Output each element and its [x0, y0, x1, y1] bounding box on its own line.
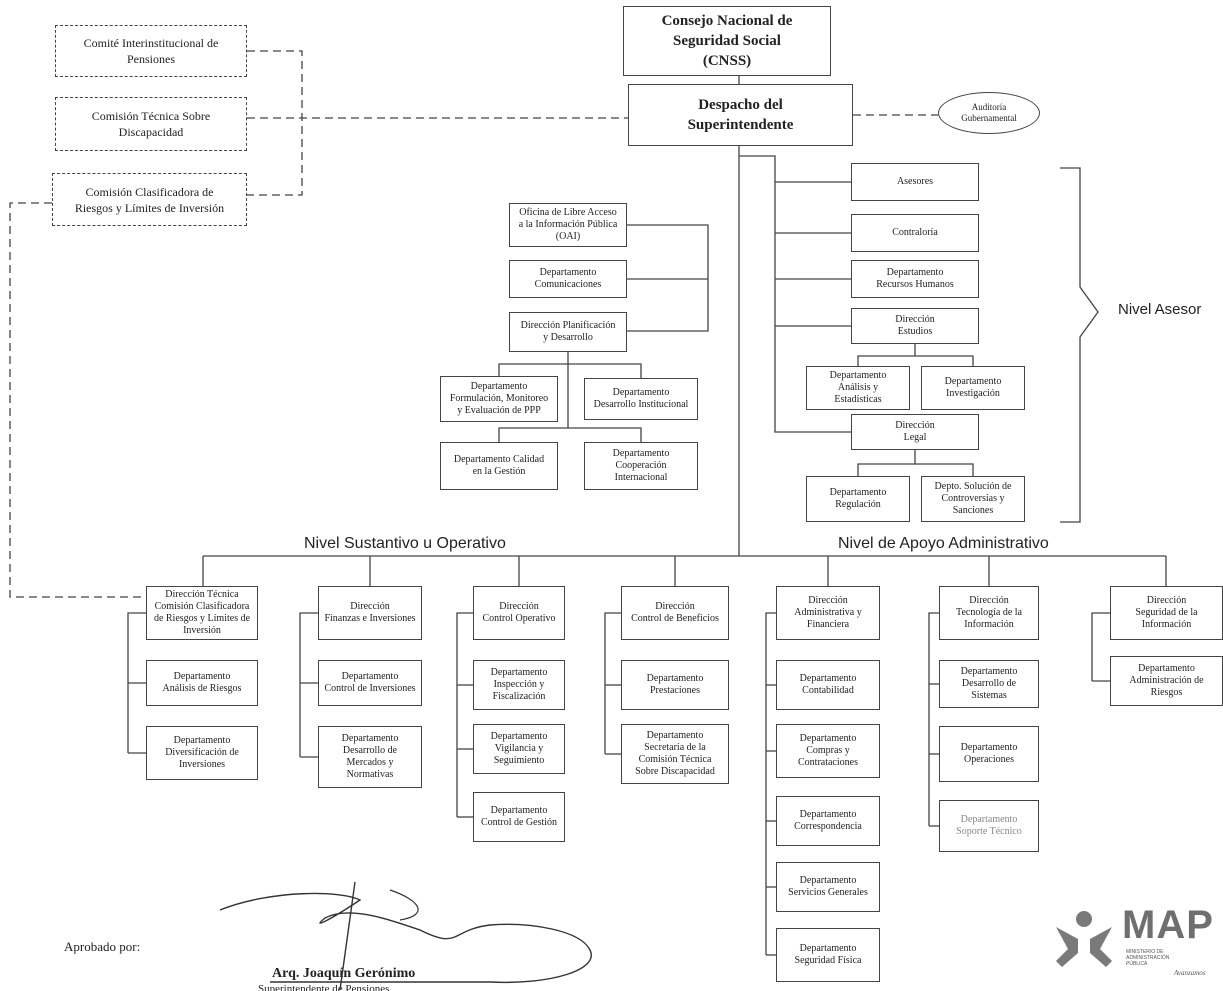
rrhh-box: Departamento Recursos Humanos: [851, 260, 979, 298]
cooperacion-box: Departamento Cooperación Internacional: [584, 442, 698, 490]
connector: [299, 612, 318, 757]
investigacion-box: Departamento Investigación: [921, 366, 1025, 410]
commission-riesgos: Comisión Clasificadora de Riesgos y Lími…: [52, 173, 247, 226]
dashed-connector: [9, 202, 146, 598]
despacho-box: Despacho del Superintendente: [628, 84, 853, 146]
controversias-box: Depto. Solución de Controversias y Sanci…: [921, 476, 1025, 522]
calidad-box: Departamento Calidad en la Gestión: [440, 442, 558, 490]
approved-by-label: Aprobado por:: [64, 939, 141, 954]
map-logo-tag: Avanzamos: [1174, 969, 1206, 977]
column-child: Departamento Diversificación de Inversio…: [146, 726, 258, 780]
connector: [857, 344, 916, 366]
column-child: Departamento Prestaciones: [621, 660, 729, 710]
connector: [568, 427, 642, 442]
connector: [1091, 612, 1110, 681]
column-head: Dirección Administrativa y Financiera: [776, 586, 880, 640]
column-child: Departamento Compras y Contrataciones: [776, 724, 880, 778]
approver-title: Superintendente de Pensiones: [258, 983, 390, 991]
connector: [627, 224, 709, 332]
connector: [498, 364, 569, 442]
column-child: Departamento Desarrollo de Mercados y No…: [318, 726, 422, 788]
desarrollo-institucional-box: Departamento Desarrollo Institucional: [584, 378, 698, 420]
map-logo-icon: [1056, 911, 1112, 967]
contraloria-box: Contraloría: [851, 214, 979, 252]
column-child: Departamento Secretaría de la Comisión T…: [621, 724, 729, 784]
nivel-apoyo-label: Nivel de Apoyo Administrativo: [838, 535, 1049, 552]
column-head: Dirección Control Operativo: [473, 586, 565, 640]
connector: [915, 463, 974, 476]
nivel-asesor-label: Nivel Asesor: [1118, 301, 1202, 318]
connector: [568, 363, 642, 378]
map-logo-text: MAP: [1122, 903, 1214, 947]
column-child: Departamento Operaciones: [939, 726, 1039, 782]
column-child: Departamento Seguridad Física: [776, 928, 880, 982]
comunicaciones-box: Departamento Comunicaciones: [509, 260, 627, 298]
dashed-connector: [247, 50, 303, 196]
cnss-box: Consejo Nacional de Seguridad Social (CN…: [623, 6, 831, 76]
commission-discapacidad: Comisión Técnica Sobre Discapacidad: [55, 97, 247, 151]
connector: [1060, 167, 1099, 523]
column-child: Departamento Análisis de Riesgos: [146, 660, 258, 706]
column-child: Departamento Soporte Técnico: [939, 800, 1039, 852]
column-head: Dirección Control de Beneficios: [621, 586, 729, 640]
connector: [857, 450, 916, 476]
planificacion-box: Dirección Planificación y Desarrollo: [509, 312, 627, 352]
regulacion-box: Departamento Regulación: [806, 476, 910, 522]
connector: [127, 612, 146, 753]
approver-name: Arq. Joaquín Gerónimo: [272, 966, 416, 981]
column-child: Departamento Inspección y Fiscalización: [473, 660, 565, 710]
connector: [928, 612, 939, 826]
connector: [498, 352, 569, 376]
column-child: Departamento Correspondencia: [776, 796, 880, 846]
column-child: Departamento Vigilancia y Seguimiento: [473, 724, 565, 774]
column-head: Dirección Finanzas e Inversiones: [318, 586, 422, 640]
connector: [604, 612, 621, 754]
connector: [456, 612, 473, 817]
column-child: Departamento Servicios Generales: [776, 862, 880, 912]
column-child: Departamento Desarrollo de Sistemas: [939, 660, 1039, 708]
column-child: Departamento Contabilidad: [776, 660, 880, 710]
connector: [739, 155, 851, 433]
map-logo: MAP MINISTERIO DE ADMINISTRACIÓN PÚBLICA…: [1052, 903, 1223, 980]
oai-box: Oficina de Libre Acceso a la Información…: [509, 203, 627, 247]
column-head: Dirección Tecnología de la Información: [939, 586, 1039, 640]
column-child: Departamento Control de Gestión: [473, 792, 565, 842]
signature-mark: [219, 881, 592, 990]
column-head: Dirección Seguridad de la Información: [1110, 586, 1223, 640]
commission-pensiones: Comité Interinstitucional de Pensiones: [55, 25, 247, 77]
estudios-box: Dirección Estudios: [851, 308, 979, 344]
nivel-sustantivo-label: Nivel Sustantivo u Operativo: [304, 535, 506, 552]
map-logo-sub: MINISTERIO DE ADMINISTRACIÓN PÚBLICA: [1126, 949, 1170, 967]
asesores-box: Asesores: [851, 163, 979, 201]
formulacion-box: Departamento Formulación, Monitoreo y Ev…: [440, 376, 558, 422]
connector: [765, 612, 776, 955]
connector: [915, 355, 974, 366]
column-child: Departamento Administración de Riesgos: [1110, 656, 1223, 706]
column-head: Dirección Técnica Comisión Clasificadora…: [146, 586, 258, 640]
legal-box: Dirección Legal: [851, 414, 979, 450]
auditoria-box: Auditoría Gubernamental: [938, 92, 1040, 134]
column-child: Departamento Control de Inversiones: [318, 660, 422, 706]
analisis-box: Departamento Análisis y Estadísticas: [806, 366, 910, 410]
